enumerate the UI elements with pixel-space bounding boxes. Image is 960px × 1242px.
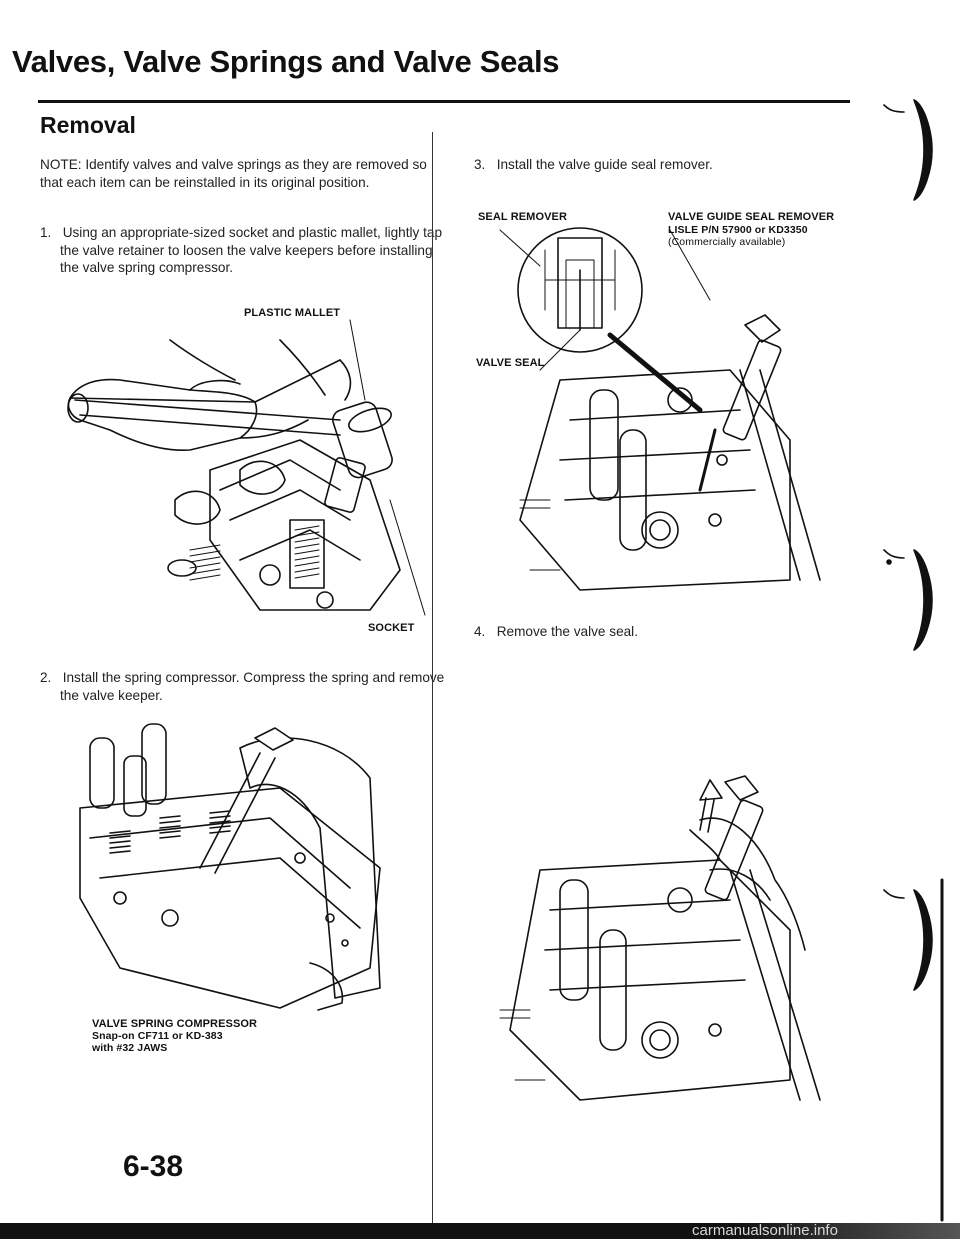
label-plastic-mallet: PLASTIC MALLET [244,307,341,319]
page-number: 6-38 [123,1150,184,1183]
step-1-number: 1. [40,225,52,240]
step-3-text: Install the valve guide seal remover. [496,157,713,172]
step-1: 1. Using an appropriate-sized socket and… [40,224,450,277]
step-2-number: 2. [40,670,52,685]
label-guide-seal-remover: VALVE GUIDE SEAL REMOVER LISLE P/N 57900… [668,211,834,248]
step-1-text: Using an appropriate-sized socket and pl… [60,225,442,275]
label-compressor-line2: Snap-on CF711 or KD-383 [92,1030,223,1042]
binding-marks [883,99,944,1222]
illustration-spring-compressor [79,723,381,1011]
label-compressor: VALVE SPRING COMPRESSOR Snap-on CF711 or… [92,1018,257,1054]
step-3: 3. Install the valve guide seal remover. [474,156,894,174]
watermark: carmanualsonline.info [692,1222,838,1239]
illustration-remove-seal [499,775,821,1101]
illustration-seal-remover [499,227,821,591]
label-compressor-line1: VALVE SPRING COMPRESSOR [92,1018,258,1030]
step-2: 2. Install the spring compressor. Compre… [40,669,450,704]
step-4-text: Remove the valve seal. [496,624,638,639]
section-heading: Removal [40,112,136,138]
illustration-mallet-socket [67,319,426,616]
step-2-text: Install the spring compressor. Compress … [60,670,445,703]
step-3-number: 3. [474,157,486,172]
column-divider [432,132,433,1227]
title-rule [38,100,850,103]
note-paragraph: NOTE: Identify valves and valve springs … [40,157,427,190]
page-title: Valves, Valve Springs and Valve Seals [12,44,560,79]
step-4: 4. Remove the valve seal. [474,623,894,641]
label-guide-remover-line1: VALVE GUIDE SEAL REMOVER [668,211,835,223]
label-compressor-line3: with #32 JAWS [92,1042,168,1054]
label-guide-remover-line2: LISLE P/N 57900 or KD3350 [668,224,808,236]
bottom-bar [0,1223,960,1239]
step-4-number: 4. [474,624,486,639]
label-guide-remover-line3: (Commercially available) [668,236,786,248]
label-valve-seal: VALVE SEAL [476,357,545,369]
label-seal-remover: SEAL REMOVER [478,211,568,223]
label-socket: SOCKET [368,622,415,634]
